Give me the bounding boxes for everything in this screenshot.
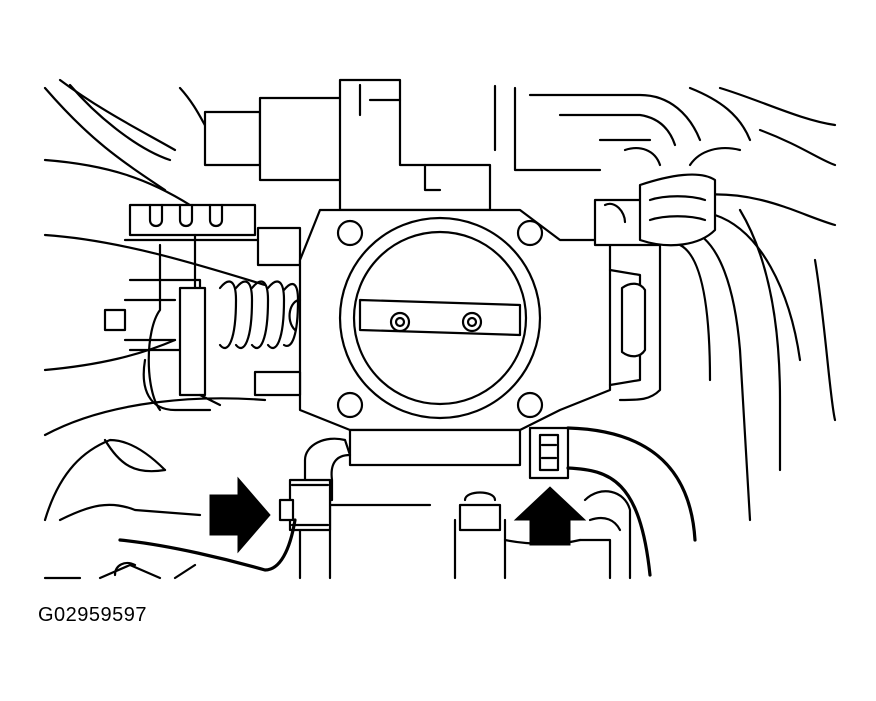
throttle-body-diagram <box>43 78 837 580</box>
idle-air-control-valve <box>203 78 492 212</box>
wiring-harness <box>638 147 742 247</box>
figure-id-label: G02959597 <box>38 604 148 626</box>
throttle-body <box>253 198 662 432</box>
connector-callout-arrow <box>513 486 587 546</box>
sensor-connector <box>528 426 697 577</box>
vacuum-hose <box>118 428 522 572</box>
throttle-linkage <box>103 203 302 412</box>
hose-clamp-callout-arrow <box>209 476 271 554</box>
background-engine-lines <box>43 78 837 580</box>
